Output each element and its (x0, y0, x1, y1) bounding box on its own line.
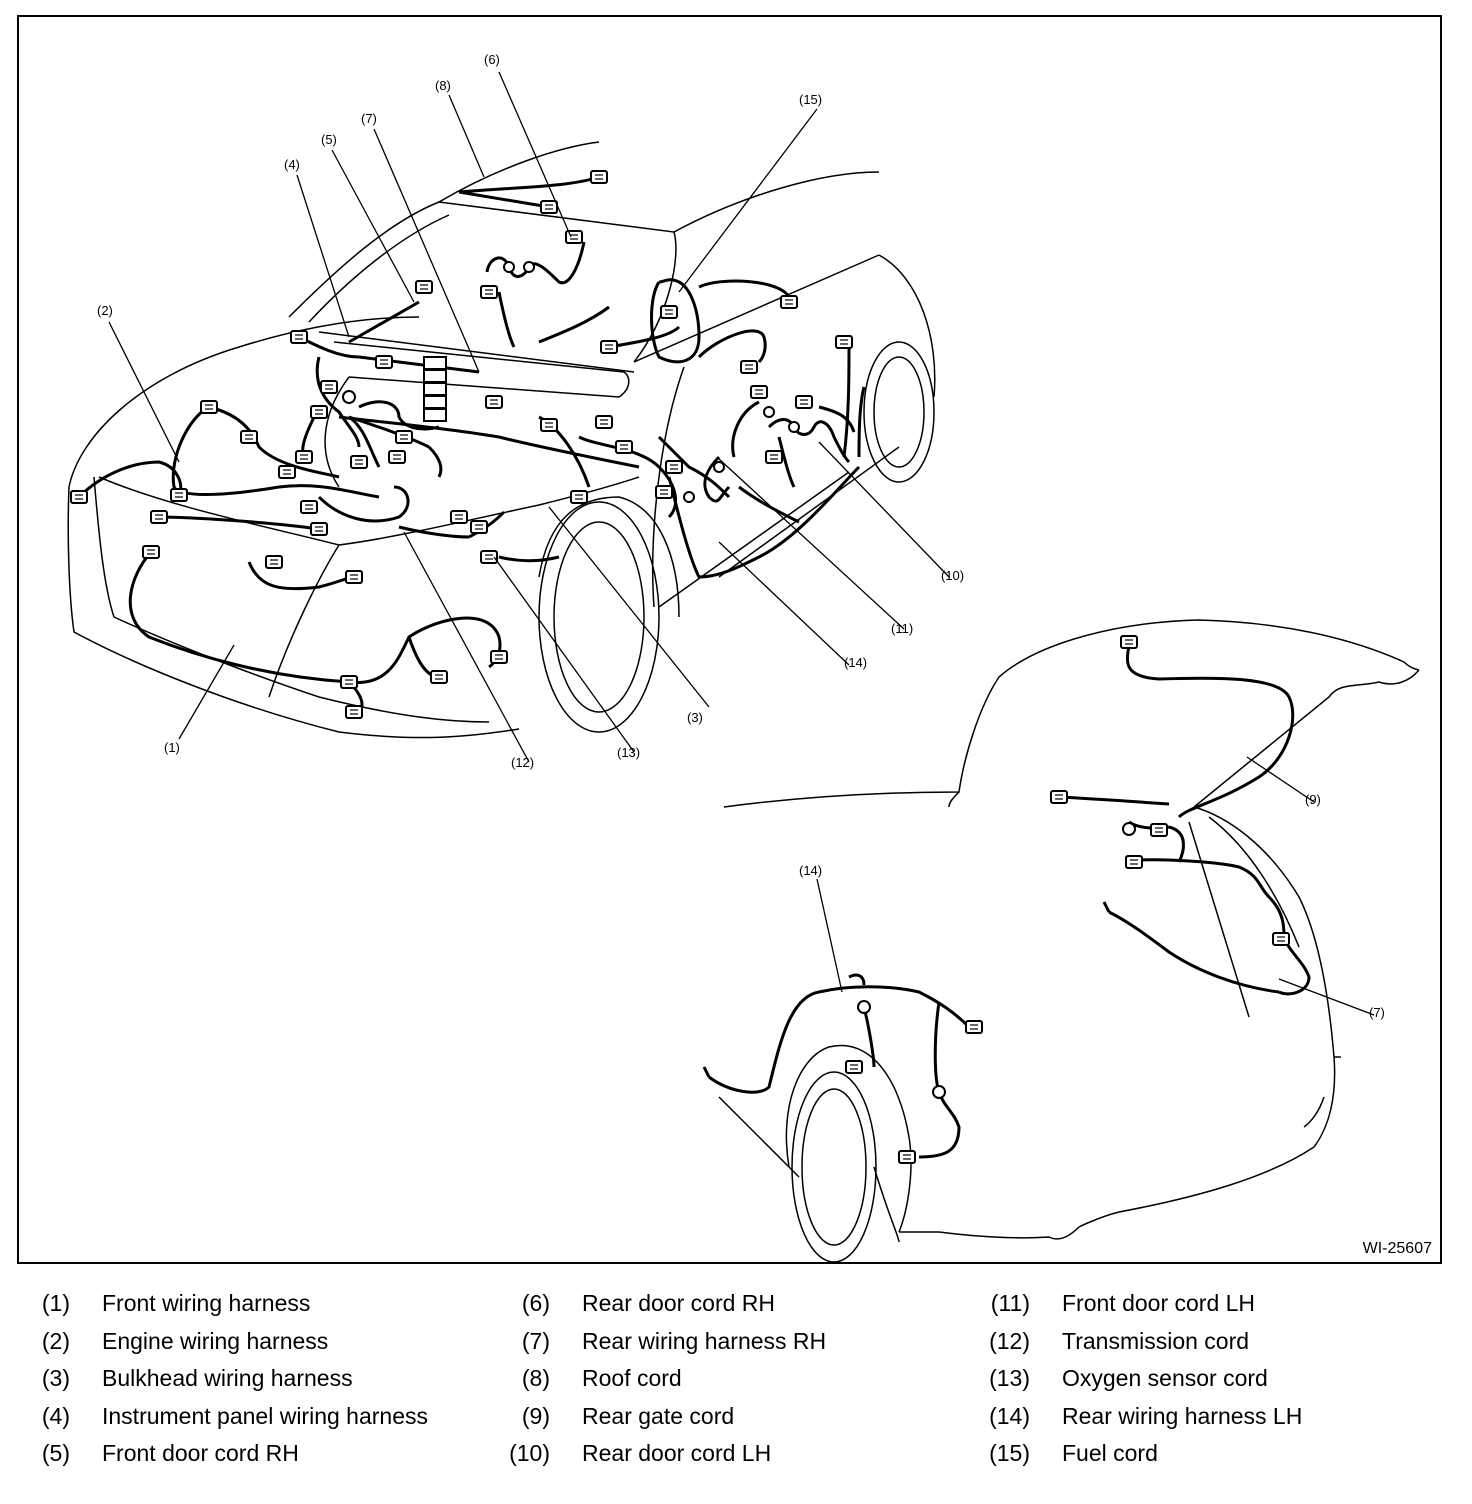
legend-label: Roof cord (582, 1365, 682, 1391)
legend-number: (6) (521, 1290, 550, 1316)
legend-number: (4) (41, 1402, 70, 1429)
legend-label: Rear door cord LH (582, 1440, 772, 1466)
callout-3: (3) (687, 710, 703, 725)
callout-12: (12) (511, 755, 534, 770)
legend-number: (5) (41, 1440, 70, 1466)
fuse-block (423, 356, 447, 422)
callout-9: (9) (1305, 792, 1321, 807)
callout-8: (8) (435, 78, 451, 93)
grommets (342, 261, 1136, 1099)
diagram-frame: (1) (2) (3) (4) (5) (6) (7) (8) (9) (10)… (17, 15, 1442, 1264)
legend-label: Rear gate cord (582, 1402, 735, 1429)
wiring-diagram: (1) (2) (3) (4) (5) (6) (7) (8) (9) (10)… (67, 52, 1420, 1262)
drawing-id: WI-25607 (1362, 1240, 1432, 1257)
legend-number: (3) (41, 1365, 70, 1391)
legend-label: Front door cord LH (1062, 1290, 1256, 1316)
legend-number: (8) (521, 1365, 550, 1391)
legend-label: Engine wiring harness (102, 1327, 329, 1354)
legend-number: (11) (990, 1290, 1030, 1316)
front-vehicle-body (67, 141, 936, 739)
callout-5: (5) (321, 132, 337, 147)
callout-10: (10) (941, 568, 964, 583)
legend-label: Front door cord RH (102, 1440, 299, 1466)
callout-14-rear: (14) (799, 863, 822, 878)
legend-number: (13) (989, 1365, 1030, 1391)
rear-connectors (845, 635, 1290, 1164)
legend-number: (1) (41, 1290, 70, 1316)
legend-label: Instrument panel wiring harness (102, 1402, 428, 1429)
legend-number: (14) (989, 1402, 1030, 1429)
legend-number: (15) (989, 1440, 1030, 1466)
legend-number: (2) (41, 1327, 70, 1354)
legend-number: (12) (989, 1327, 1030, 1354)
legend-label: Front wiring harness (102, 1290, 311, 1316)
front-harnesses (77, 175, 866, 714)
legend: (1) Front wiring harness (2) Engine wiri… (0, 1290, 1472, 1490)
callout-4: (4) (284, 157, 300, 172)
callout-7-rear: (7) (1369, 1005, 1385, 1020)
callout-labels: (1) (2) (3) (4) (5) (6) (7) (8) (9) (10)… (97, 52, 1385, 1020)
legend-label: Fuel cord (1062, 1440, 1158, 1466)
callout-1: (1) (164, 740, 180, 755)
callout-2: (2) (97, 303, 113, 318)
legend-label: Rear wiring harness LH (1062, 1402, 1303, 1429)
legend-label: Rear wiring harness RH (582, 1327, 827, 1354)
legend-label: Transmission cord (1062, 1327, 1250, 1354)
legend-number: (10) (509, 1440, 550, 1466)
callout-11: (11) (891, 621, 913, 636)
legend-number: (9) (521, 1402, 550, 1429)
legend-label: Bulkhead wiring harness (102, 1365, 353, 1391)
callout-13: (13) (617, 745, 640, 760)
callout-14: (14) (844, 655, 867, 670)
legend-label: Oxygen sensor cord (1062, 1365, 1268, 1391)
rear-vehicle-body (718, 619, 1420, 1262)
callout-6: (6) (484, 52, 500, 67)
front-connectors (70, 170, 853, 719)
callout-7: (7) (361, 111, 377, 126)
callout-15: (15) (799, 92, 822, 107)
leader-lines (108, 71, 1375, 1016)
legend-number: (7) (521, 1327, 550, 1354)
legend-label: Rear door cord RH (582, 1290, 776, 1316)
rear-harnesses (702, 646, 1311, 1159)
